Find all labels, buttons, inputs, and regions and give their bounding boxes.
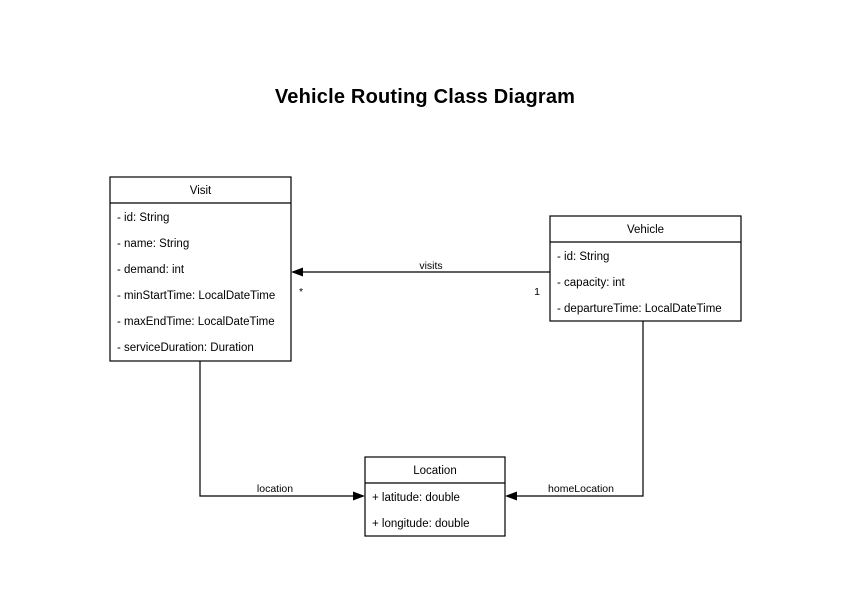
class-box-visit-attribute: - demand: int	[117, 264, 185, 276]
relationship-visits-label: visits	[419, 260, 442, 272]
class-box-visit-attribute: - serviceDuration: Duration	[117, 342, 254, 354]
page-title: Vehicle Routing Class Diagram	[274, 86, 576, 108]
class-box-visit[interactable]: Visit - id: String - name: String - dema…	[109, 176, 292, 362]
class-box-visit-attribute: - maxEndTime: LocalDateTime	[117, 316, 275, 328]
relationship-homelocation-label: homeLocation	[548, 483, 614, 495]
class-box-visit-frame	[109, 176, 292, 362]
class-box-vehicle-attribute: - id: String	[557, 251, 609, 263]
class-box-vehicle[interactable]: Vehicle - id: String - capacity: int - d…	[549, 215, 742, 322]
class-box-location-name: Location	[413, 465, 456, 477]
class-box-visit-attribute: - minStartTime: LocalDateTime	[117, 290, 275, 302]
class-box-visit-name: Visit	[190, 185, 212, 197]
class-box-location-attribute: + latitude: double	[372, 492, 460, 504]
relationship-visits-target-multiplicity: *	[299, 286, 303, 298]
class-box-vehicle-attribute: - capacity: int	[557, 277, 626, 289]
class-box-visit-attribute: - name: String	[117, 238, 189, 250]
class-box-vehicle-frame	[549, 215, 742, 322]
class-box-location-frame	[364, 456, 506, 537]
relationship-visits[interactable]: visits * 1	[291, 260, 550, 298]
relationship-location-arrowhead	[353, 491, 365, 501]
relationship-homelocation-arrowhead	[505, 491, 517, 501]
relationship-location-label: location	[257, 483, 293, 495]
class-box-vehicle-attribute: - departureTime: LocalDateTime	[557, 303, 722, 315]
relationship-visits-source-multiplicity: 1	[534, 286, 540, 298]
relationship-homelocation-line	[514, 321, 644, 497]
class-box-location-attribute: + longitude: double	[372, 518, 470, 530]
class-box-location[interactable]: Location + latitude: double + longitude:…	[364, 456, 506, 537]
relationship-location[interactable]: location	[199, 361, 365, 501]
class-box-vehicle-name: Vehicle	[627, 224, 664, 236]
relationship-homelocation[interactable]: homeLocation	[505, 321, 644, 501]
relationship-visits-arrowhead	[291, 267, 303, 277]
relationship-location-line	[199, 361, 356, 497]
class-box-visit-attribute: - id: String	[117, 212, 169, 224]
